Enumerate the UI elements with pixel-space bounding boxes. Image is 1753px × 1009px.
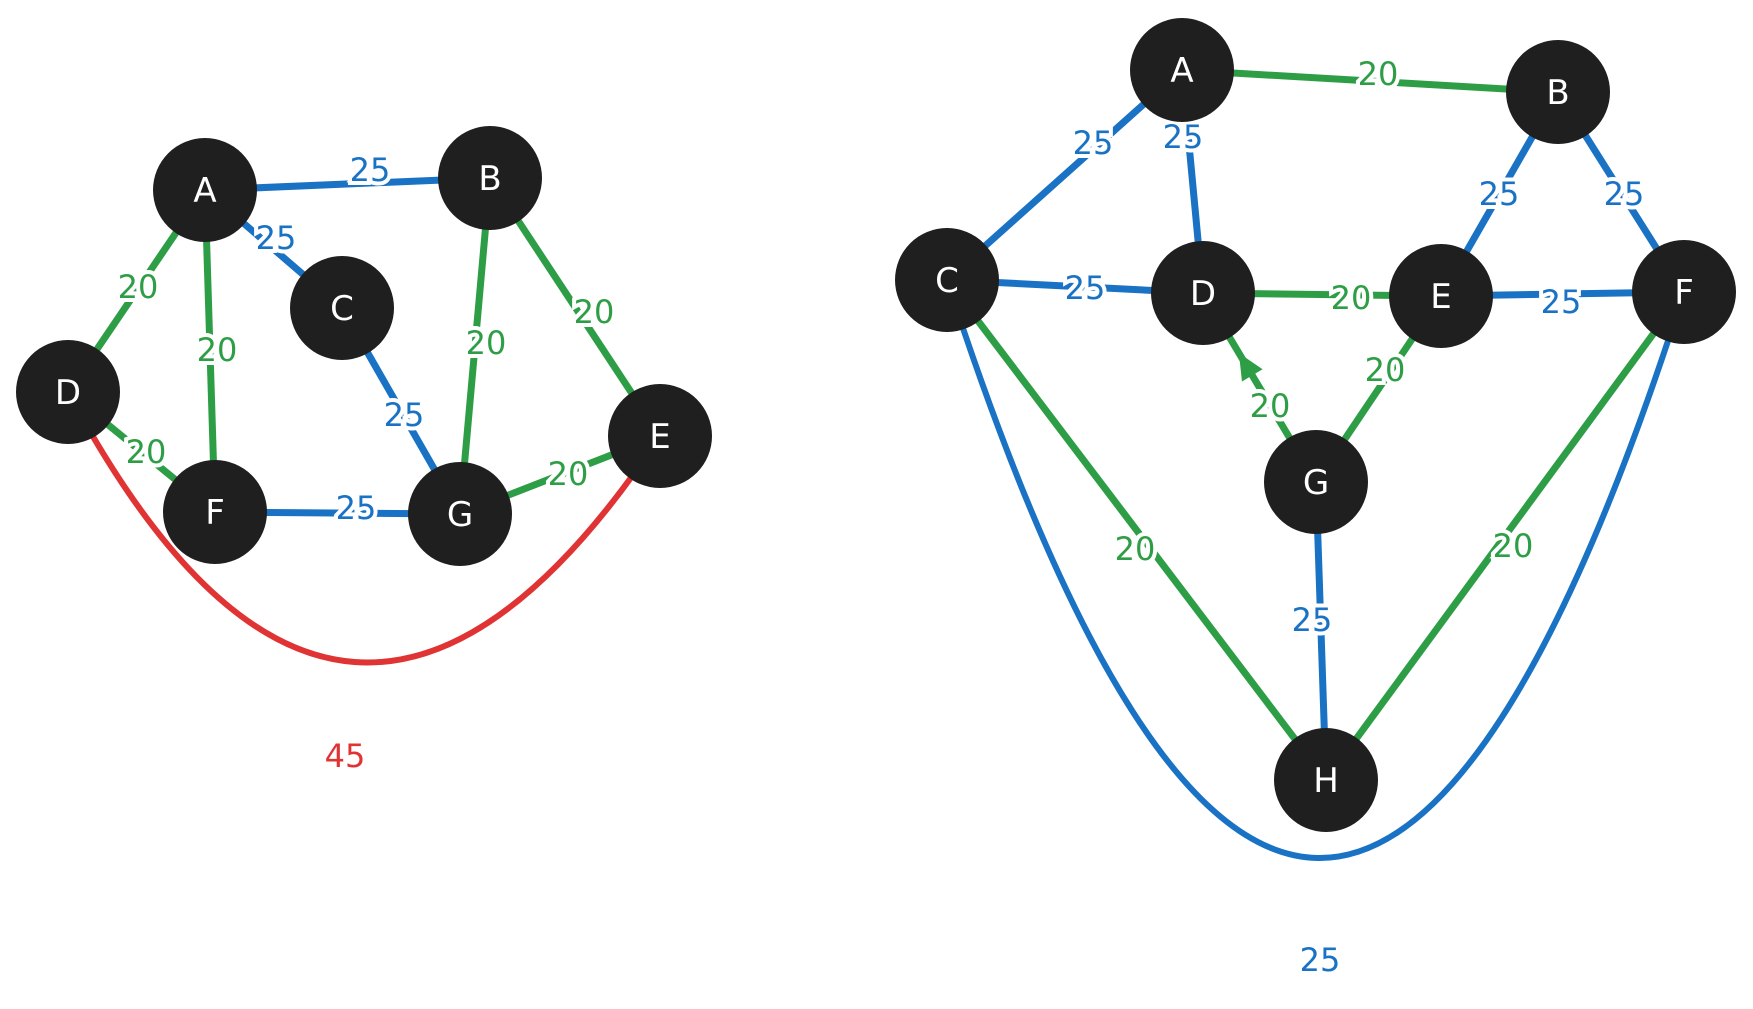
node-left-F: F bbox=[163, 460, 267, 564]
node-label: D bbox=[1190, 274, 1216, 314]
edge-label-left-A-D: 20 bbox=[118, 268, 159, 306]
edge-label-left-A-B: 25 bbox=[350, 151, 391, 189]
node-label: F bbox=[205, 493, 225, 533]
edge-label-right-C-F: 25 bbox=[1300, 941, 1341, 979]
edge-right-F-H bbox=[1322, 288, 1688, 784]
node-label: G bbox=[1303, 463, 1329, 503]
node-right-B: B bbox=[1506, 40, 1610, 144]
edge-left-B-G bbox=[456, 174, 494, 518]
node-circle bbox=[1264, 430, 1368, 534]
node-circle bbox=[1506, 40, 1610, 144]
node-right-F: F bbox=[1632, 240, 1736, 344]
edge-label-right-A-B: 20 bbox=[1358, 55, 1399, 93]
node-label: A bbox=[1170, 51, 1193, 91]
edge-label-right-G-D: 20 bbox=[1250, 387, 1291, 425]
node-label: H bbox=[1313, 761, 1339, 801]
node-circle bbox=[1389, 244, 1493, 348]
edge-label-left-A-F: 20 bbox=[197, 331, 238, 369]
edge-label-right-F-H: 20 bbox=[1493, 527, 1534, 565]
nodes-layer: A B C D E F G A B C D E F G H bbox=[16, 18, 1736, 832]
node-left-G: G bbox=[408, 462, 512, 566]
node-label: F bbox=[1674, 273, 1694, 313]
node-circle bbox=[153, 138, 257, 242]
edge-label-left-G-E: 20 bbox=[548, 455, 589, 493]
node-label: G bbox=[447, 495, 473, 535]
edge-left-D-E bbox=[65, 389, 663, 666]
arrowhead-right-G-D bbox=[1238, 353, 1263, 382]
node-right-A: A bbox=[1130, 18, 1234, 122]
edge-label-right-G-E: 20 bbox=[1365, 351, 1406, 389]
node-right-D: D bbox=[1151, 241, 1255, 345]
node-label: E bbox=[1430, 277, 1451, 317]
edge-label-left-D-E: 45 bbox=[325, 737, 366, 775]
node-circle bbox=[290, 256, 394, 360]
edge-label-right-C-D: 25 bbox=[1065, 269, 1106, 307]
node-label: E bbox=[649, 417, 670, 457]
node-label: B bbox=[478, 159, 501, 199]
edge-label-left-D-F: 20 bbox=[126, 433, 167, 471]
node-left-D: D bbox=[16, 340, 120, 444]
edge-label-left-A-C: 25 bbox=[256, 219, 297, 257]
edge-label-left-B-G: 20 bbox=[466, 324, 507, 362]
node-circle bbox=[1151, 241, 1255, 345]
node-label: B bbox=[1546, 73, 1569, 113]
edges-layer bbox=[64, 66, 1688, 861]
edge-label-right-A-D: 25 bbox=[1163, 118, 1204, 156]
node-label: C bbox=[330, 289, 354, 329]
edge-label-left-B-E: 20 bbox=[574, 293, 615, 331]
node-left-A: A bbox=[153, 138, 257, 242]
node-left-C: C bbox=[290, 256, 394, 360]
node-circle bbox=[438, 126, 542, 230]
edge-label-right-B-E: 25 bbox=[1479, 175, 1520, 213]
node-left-B: B bbox=[438, 126, 542, 230]
edge-right-A-C bbox=[943, 66, 1186, 284]
node-circle bbox=[895, 228, 999, 332]
edge-label-right-E-F: 25 bbox=[1541, 283, 1582, 321]
edge-label-right-G-H: 25 bbox=[1292, 601, 1333, 639]
node-circle bbox=[608, 384, 712, 488]
edge-label-right-A-C: 25 bbox=[1073, 124, 1114, 162]
node-right-H: H bbox=[1274, 728, 1378, 832]
edge-right-A-B bbox=[1178, 66, 1562, 96]
node-right-C: C bbox=[895, 228, 999, 332]
node-circle bbox=[408, 462, 512, 566]
node-circle bbox=[1130, 18, 1234, 122]
node-circle bbox=[163, 460, 267, 564]
edge-label-right-D-E: 20 bbox=[1331, 279, 1372, 317]
edge-right-C-F bbox=[944, 277, 1687, 861]
node-circle bbox=[16, 340, 120, 444]
node-circle bbox=[1632, 240, 1736, 344]
node-right-E: E bbox=[1389, 244, 1493, 348]
edge-label-left-F-G: 25 bbox=[336, 489, 377, 527]
node-label: A bbox=[193, 171, 216, 211]
edge-label-left-C-G: 25 bbox=[384, 396, 425, 434]
edge-labels-layer: 25 25 20 20 20 20 25 20 25 20 45 20 25 25 25 25 25 20 25 20… bbox=[114, 51, 1649, 983]
node-left-E: E bbox=[608, 384, 712, 488]
node-right-G: G bbox=[1264, 430, 1368, 534]
edge-label-right-C-H: 20 bbox=[1115, 530, 1156, 568]
edge-right-C-H bbox=[943, 276, 1330, 784]
node-label: C bbox=[935, 261, 959, 301]
edge-label-right-B-F: 25 bbox=[1604, 175, 1645, 213]
node-circle bbox=[1274, 728, 1378, 832]
edge-left-A-F bbox=[201, 186, 219, 516]
node-label: D bbox=[55, 373, 81, 413]
